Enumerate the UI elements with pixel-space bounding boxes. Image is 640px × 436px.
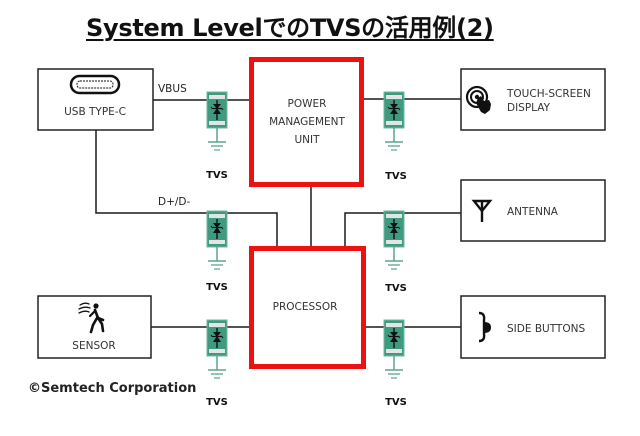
antenna-label: ANTENNA: [507, 206, 559, 218]
wire-antenna: [344, 212, 461, 246]
sensor-block: SENSOR: [37, 295, 152, 359]
antenna-block: ANTENNA: [460, 179, 606, 242]
tvs-device-pmu-touchscreen: TVS: [383, 91, 407, 182]
side-buttons-block: SIDE BUTTONS: [460, 295, 606, 359]
touch-hand-icon: [465, 85, 491, 114]
wires: [95, 98, 461, 328]
side-button-icon: [478, 311, 491, 343]
tvs-device-sensor: TVS: [206, 319, 228, 408]
page-title: System LevelでのTVSの活用例(2): [86, 14, 494, 42]
usb-c-port-icon: [69, 74, 121, 95]
processor-label: PROCESSOR: [273, 301, 338, 313]
vbus-label: VBUS: [158, 83, 187, 95]
tvs-label: TVS: [206, 397, 228, 408]
processor-block: PROCESSOR: [249, 246, 366, 369]
tvs-device-antenna: TVS: [383, 210, 407, 294]
touch-screen-label-line1: TOUCH-SCREEN: [506, 88, 591, 100]
tvs-label: TVS: [206, 282, 228, 293]
touch-screen-display-block: TOUCH-SCREEN DISPLAY: [460, 68, 606, 131]
tvs-label: TVS: [385, 397, 407, 408]
touch-screen-label-line2: DISPLAY: [507, 102, 551, 114]
tvs-label: TVS: [206, 170, 228, 181]
usb-type-c-block: USB TYPE-C: [37, 68, 154, 131]
pmu-label-line3: UNIT: [294, 134, 320, 146]
tvs-device-side-buttons: TVS: [383, 319, 407, 408]
data-lines-label: D+/D-: [158, 196, 191, 208]
tvs-device-usb-vbus: TVS: [206, 91, 228, 181]
side-buttons-label: SIDE BUTTONS: [507, 323, 585, 335]
usb-type-c-label: USB TYPE-C: [64, 106, 126, 118]
tvs-label: TVS: [385, 171, 407, 182]
sensor-label: SENSOR: [72, 340, 115, 352]
copyright-notice: ©Semtech Corporation: [28, 381, 197, 396]
tvs-label: TVS: [385, 283, 407, 294]
antenna-icon: [471, 199, 493, 222]
pmu-label-line2: MANAGEMENT: [269, 116, 345, 128]
wire-usb-data: [95, 130, 278, 246]
power-management-unit-block: POWER MANAGEMENT UNIT: [249, 57, 364, 187]
tvs-device-usb-data: TVS: [206, 210, 228, 293]
pmu-label-line1: POWER: [288, 98, 327, 110]
motion-sensor-person-icon: [78, 302, 105, 334]
